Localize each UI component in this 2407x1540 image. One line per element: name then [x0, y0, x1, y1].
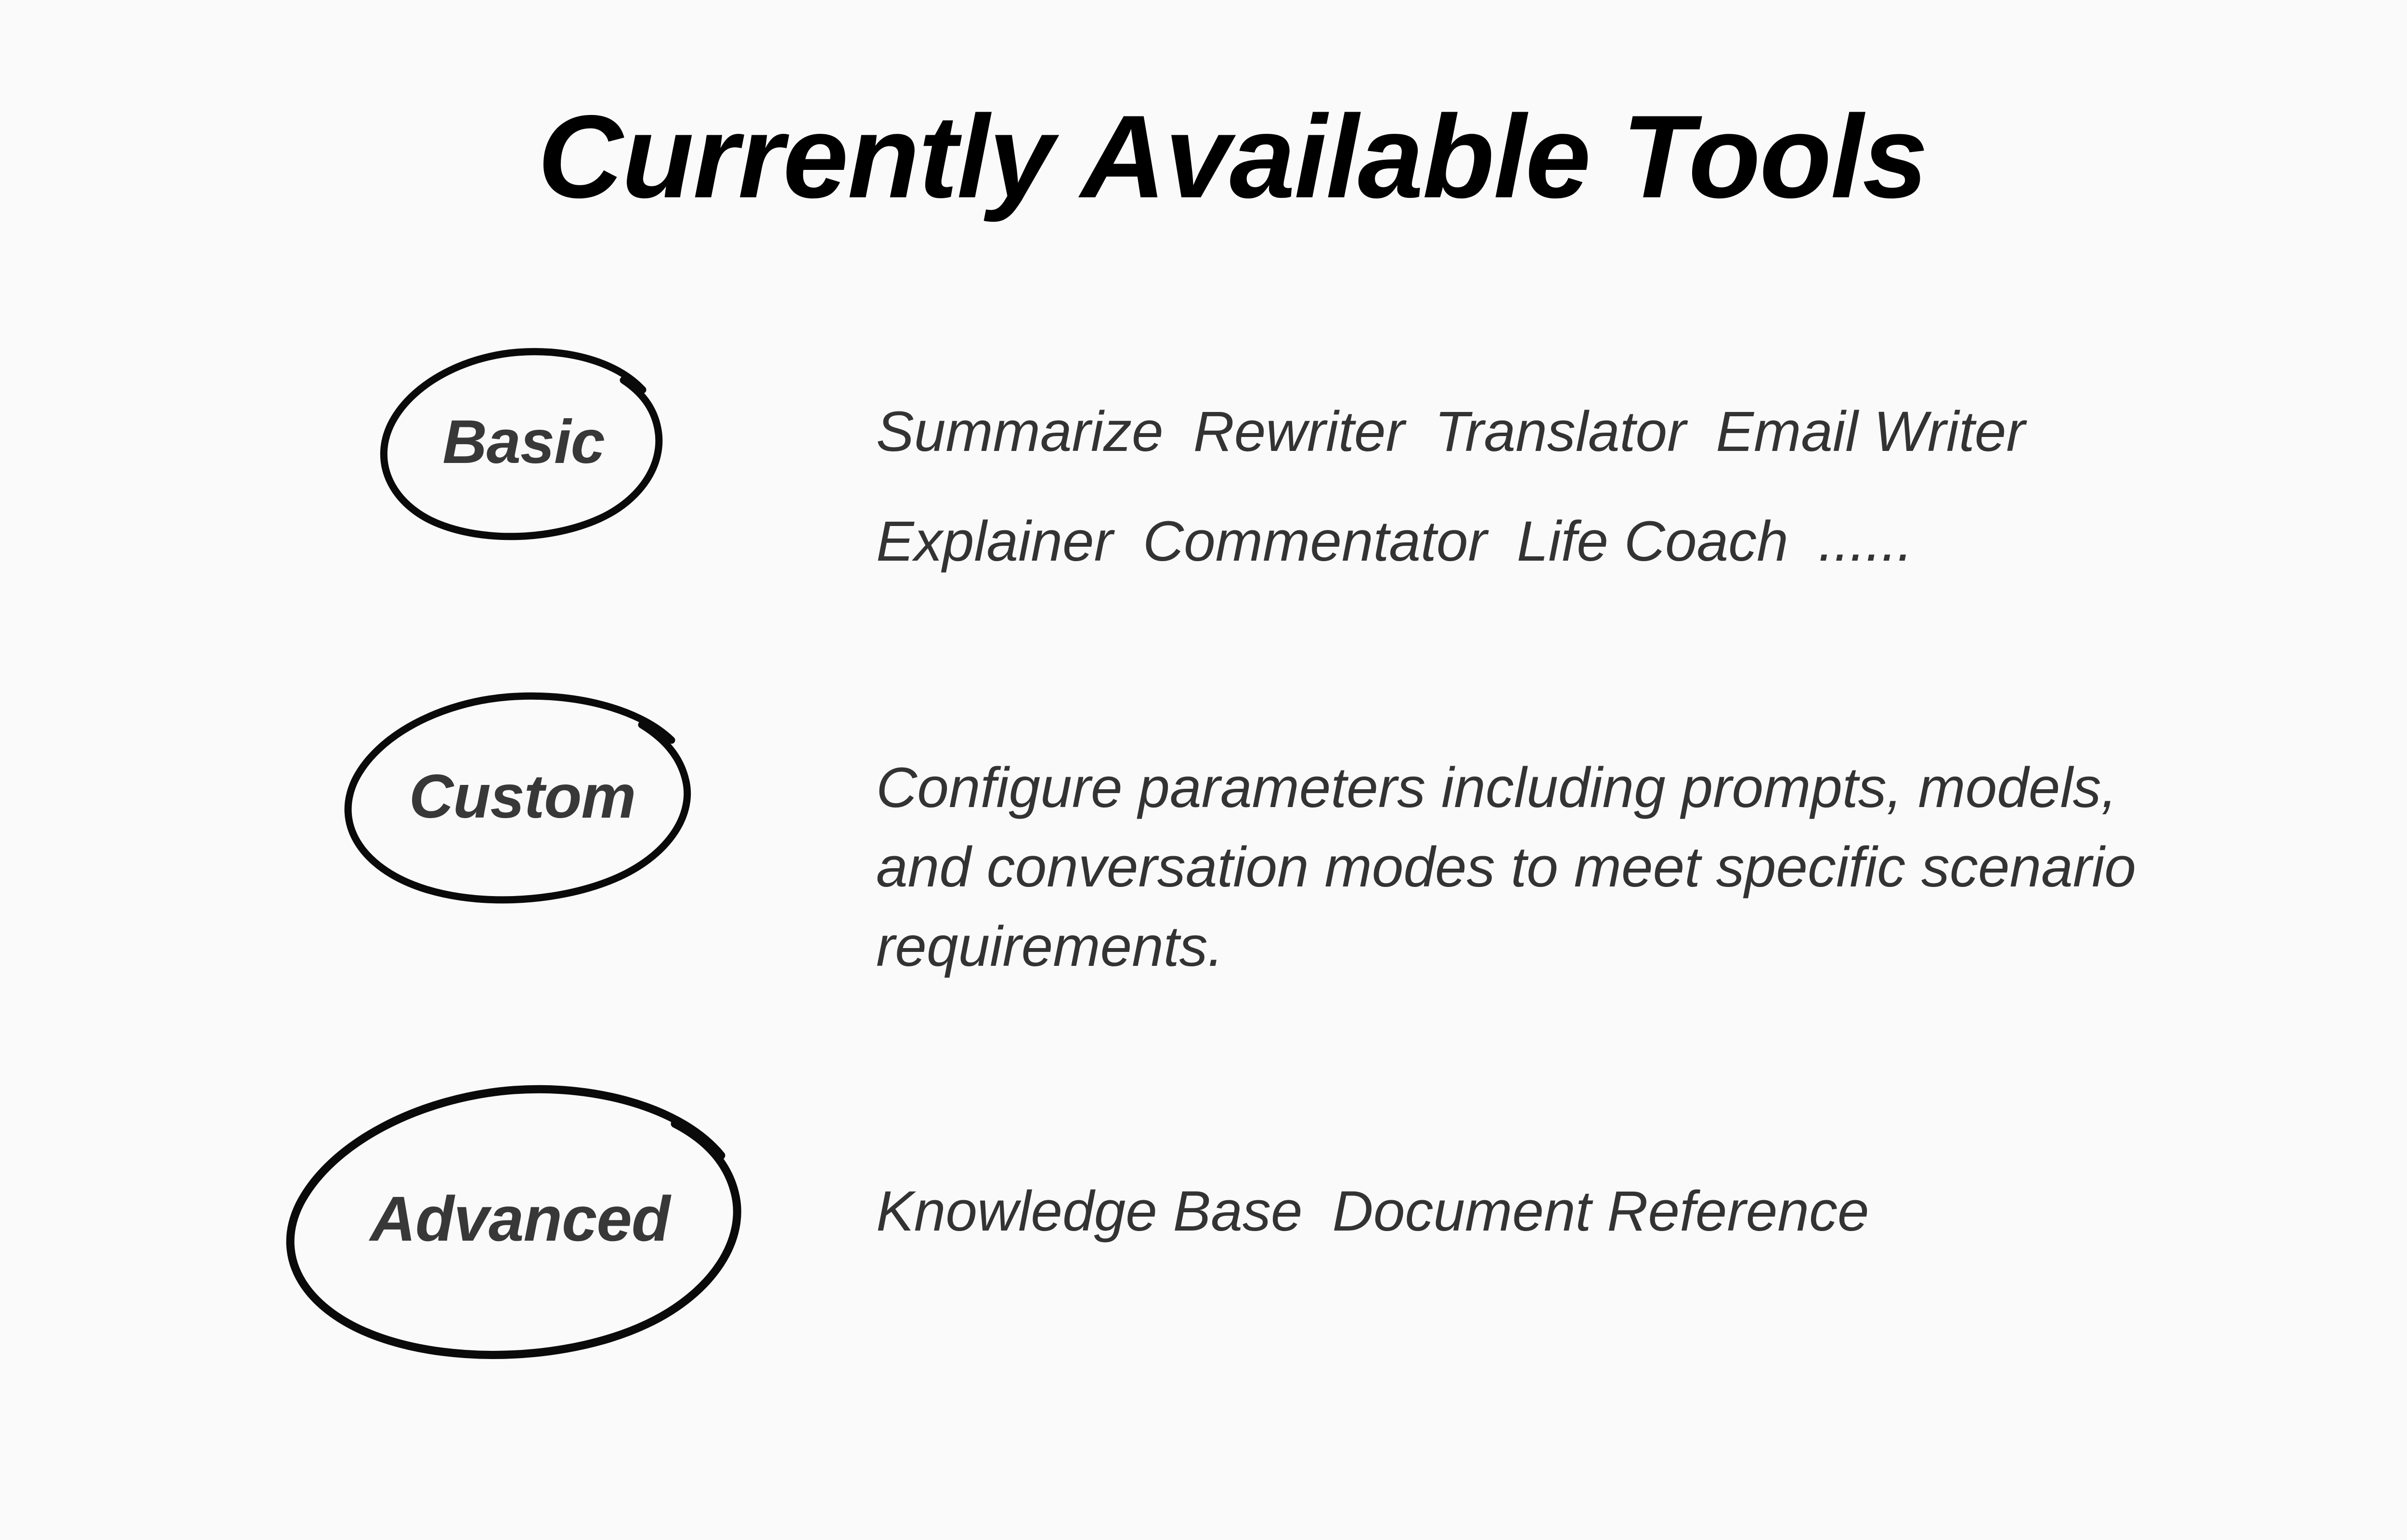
custom-description-line-2: and conversation modes to meet specific …: [876, 835, 2136, 899]
hand-drawn-ellipse-icon: [380, 348, 663, 540]
tool-item-translator[interactable]: Translator: [1434, 400, 1686, 463]
custom-description-line-1: Configure parameters including prompts, …: [876, 756, 2117, 820]
tool-item-explainer[interactable]: Explainer: [876, 510, 1113, 573]
tool-item-summarize[interactable]: Summarize: [876, 400, 1164, 463]
tool-item-knowledge-base[interactable]: Knowledge Base: [876, 1180, 1303, 1243]
custom-description-line-3: requirements.: [876, 915, 1224, 978]
custom-description: Configure parameters including prompts, …: [876, 748, 2136, 987]
page-title: Currently Available Tools: [537, 90, 1928, 222]
hand-drawn-ellipse-icon: [344, 692, 691, 904]
tool-item-ellipsis: ......: [1818, 510, 1913, 573]
tool-item-rewriter[interactable]: Rewriter: [1193, 400, 1405, 463]
badge-custom-label: Custom: [409, 762, 636, 831]
tool-item-document-reference[interactable]: Document Reference: [1332, 1180, 1869, 1243]
basic-tools-line-1: Summarize Rewriter Translator Email Writer: [876, 403, 2025, 460]
advanced-tools-line-1: Knowledge Base Document Reference: [876, 1183, 1869, 1240]
badge-basic-label: Basic: [442, 407, 605, 476]
badge-basic[interactable]: Basic: [373, 346, 674, 540]
badge-advanced-label: Advanced: [370, 1183, 671, 1254]
badge-advanced[interactable]: Advanced: [279, 1085, 761, 1359]
tool-item-email-writer[interactable]: Email Writer: [1716, 400, 2025, 463]
tool-item-commentator[interactable]: Commentator: [1142, 510, 1487, 573]
basic-tools-line-2: Explainer Commentator Life Coach......: [876, 513, 2025, 570]
tool-item-life-coach[interactable]: Life Coach: [1516, 510, 1788, 573]
advanced-tools-list: Knowledge Base Document Reference: [876, 1183, 1869, 1240]
hand-drawn-ellipse-icon: [286, 1085, 741, 1359]
badge-custom[interactable]: Custom: [339, 692, 705, 904]
